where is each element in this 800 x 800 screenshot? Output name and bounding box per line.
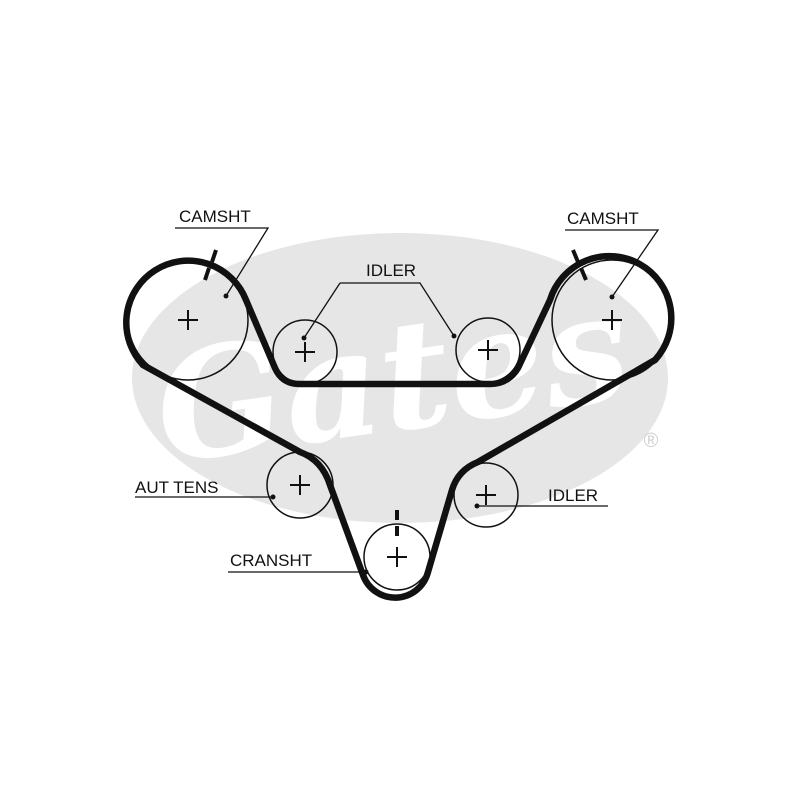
- left-cam-timing-mark: [203, 249, 218, 281]
- label-idler-right: IDLER: [548, 486, 598, 505]
- timing-marks: [203, 249, 588, 536]
- label-idler-top: IDLER: [366, 261, 416, 280]
- label-auto-tensioner: AUT TENS: [135, 478, 218, 497]
- label-camshaft-right: CAMSHT: [567, 209, 639, 228]
- center-crosses: [178, 310, 622, 567]
- logo-ellipse: [132, 233, 668, 523]
- leader-dots: [223, 293, 615, 575]
- label-camshaft-left: CAMSHT: [179, 207, 251, 226]
- gates-logo-watermark: Gates ®: [132, 233, 668, 523]
- leader-lines: [135, 227, 660, 573]
- timing-belt: [123, 252, 675, 601]
- label-crankshaft: CRANSHT: [230, 551, 312, 570]
- right-cam-timing-mark: [571, 249, 588, 281]
- lower-idler-pulley: [453, 462, 519, 528]
- registered-mark: ®: [644, 430, 659, 452]
